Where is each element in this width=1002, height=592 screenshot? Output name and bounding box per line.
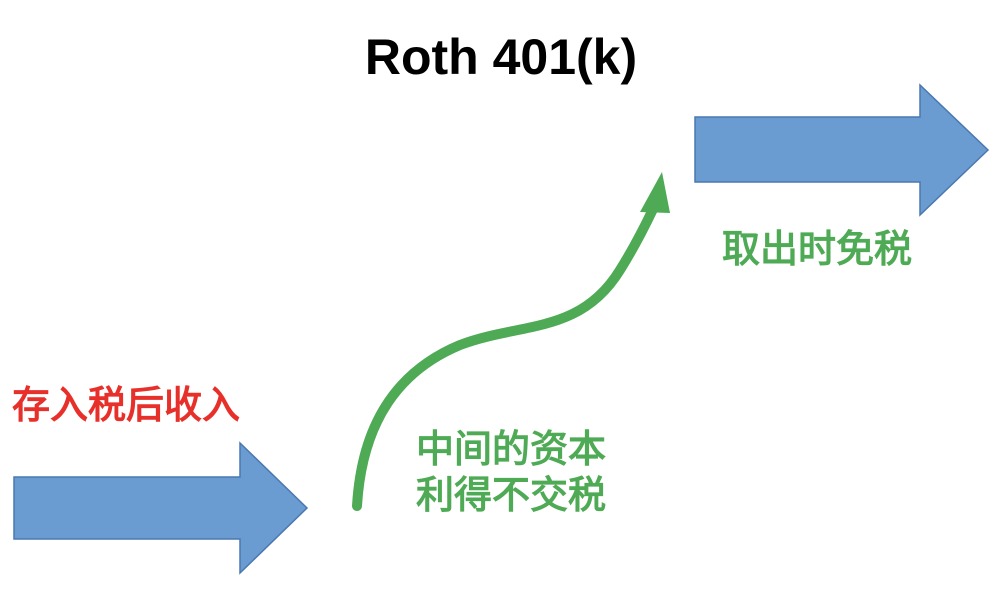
growth-curve — [352, 200, 660, 511]
growth-label-line-1: 中间的资本 — [416, 427, 607, 471]
growth-arrowhead — [640, 172, 670, 213]
withdraw-arrow — [694, 83, 990, 217]
deposit-arrow — [13, 441, 309, 575]
page-title: Roth 401(k) — [364, 29, 638, 85]
deposit-label: 存入税后收入 — [12, 383, 241, 427]
growth-label: 中间的资本 利得不交税 — [416, 426, 606, 519]
withdraw-label: 取出时免税 — [722, 227, 913, 271]
growth-label-line-2: 利得不交税 — [416, 473, 607, 518]
